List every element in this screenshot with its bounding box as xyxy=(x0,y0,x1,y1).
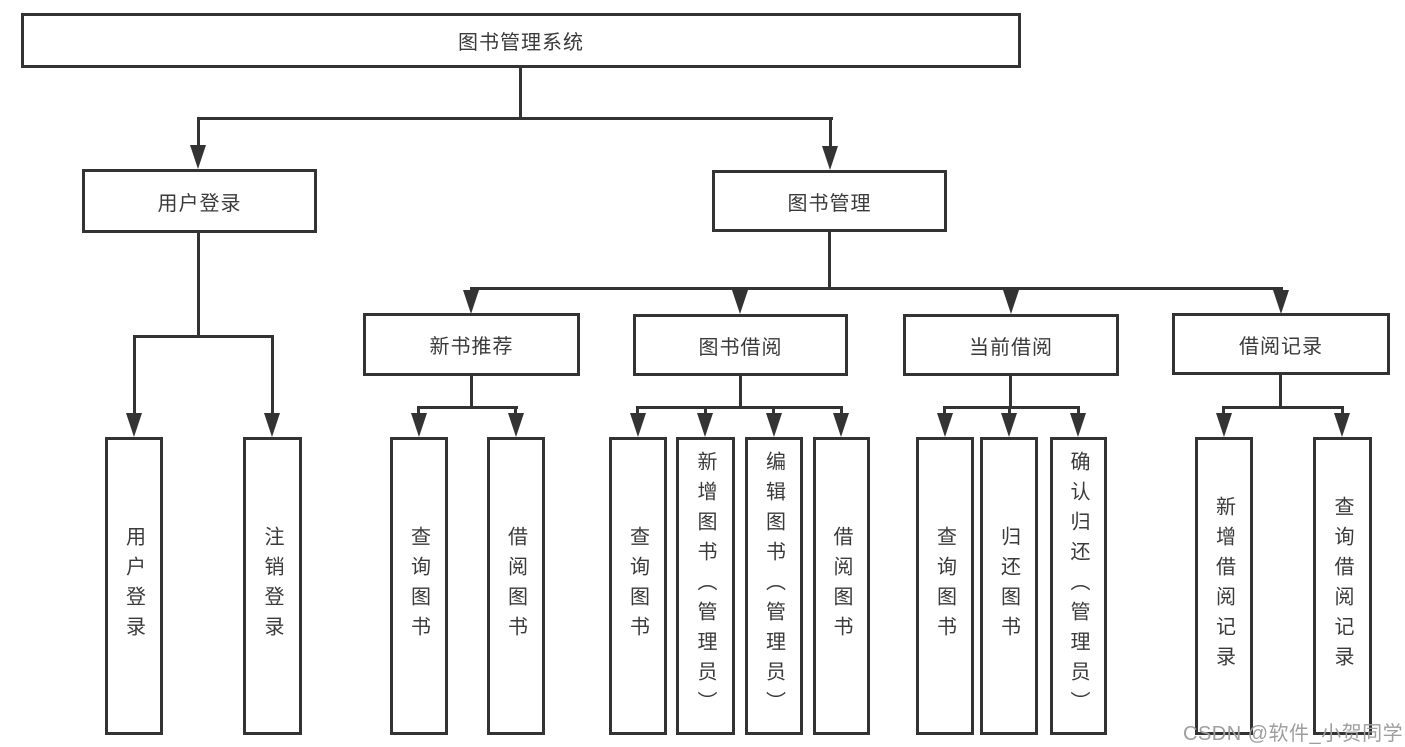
connector-line-v xyxy=(271,335,274,415)
arrowhead-down-icon xyxy=(1001,413,1017,437)
connector-line-v xyxy=(197,117,200,149)
arrowhead-down-icon xyxy=(1273,290,1289,314)
node-label: 用户登录 xyxy=(122,526,145,646)
node-label: 注销登录 xyxy=(261,526,283,646)
node-add-borrow-record: 新增借阅记录 xyxy=(1195,437,1253,735)
node-user-login: 用户登录 xyxy=(82,169,317,233)
node-new-book-recommend: 新书推荐 xyxy=(363,313,580,376)
node-label: 图书管理系统 xyxy=(458,32,584,54)
node-user-login-leaf: 用户登录 xyxy=(105,437,163,735)
node-label: 确认归还（管理员） xyxy=(1067,451,1089,721)
connector-line-v xyxy=(828,232,831,287)
connector-line-h xyxy=(470,287,1283,290)
node-edit-books-admin: 编辑图书（管理员） xyxy=(745,437,803,735)
arrowhead-down-icon xyxy=(126,413,142,437)
connector-line-v xyxy=(829,117,832,149)
connector-line-v xyxy=(1077,406,1080,417)
node-label: 图书借阅 xyxy=(698,336,783,359)
node-borrow-books-recommend: 借阅图书 xyxy=(487,437,545,735)
connector-line-h xyxy=(637,406,843,409)
connector-line-h xyxy=(1223,406,1344,409)
arrowhead-down-icon xyxy=(463,290,479,314)
node-label: 借阅图书 xyxy=(830,526,852,646)
arrowhead-down-icon xyxy=(508,413,524,437)
node-label: 查询图书 xyxy=(407,526,430,646)
connector-line-v xyxy=(197,233,200,335)
connector-line-v xyxy=(840,406,843,417)
connector-line-v xyxy=(1222,406,1225,417)
connector-line-h xyxy=(197,117,833,120)
node-label: 当前借阅 xyxy=(969,336,1053,359)
node-library-management-system: 图书管理系统 xyxy=(21,13,1021,68)
connector-line-v xyxy=(519,68,522,117)
arrowhead-down-icon xyxy=(1070,413,1086,437)
node-book-borrowing: 图书借阅 xyxy=(633,314,848,376)
connector-line-v xyxy=(1341,406,1344,417)
csdn-watermark: CSDN @软件_小贺同学 xyxy=(1183,723,1404,745)
arrowhead-down-icon xyxy=(630,413,646,437)
arrowhead-down-icon xyxy=(1216,413,1232,437)
node-label: 图书管理 xyxy=(787,192,872,215)
node-label: 查询图书 xyxy=(626,526,649,646)
arrowhead-down-icon xyxy=(766,413,782,437)
node-label: 新增借阅记录 xyxy=(1212,496,1235,676)
node-query-books-current: 查询图书 xyxy=(916,437,974,735)
node-label: 查询借阅记录 xyxy=(1331,496,1353,676)
node-book-management: 图书管理 xyxy=(712,170,947,232)
arrowhead-down-icon xyxy=(411,413,427,437)
node-label: 借阅记录 xyxy=(1239,335,1323,358)
node-query-books-borrowing: 查询图书 xyxy=(609,437,667,735)
arrowhead-down-icon xyxy=(822,146,838,170)
node-add-books-admin: 新增图书（管理员） xyxy=(676,437,735,735)
connector-line-v xyxy=(1279,375,1282,406)
arrowhead-down-icon xyxy=(190,145,206,169)
node-label: 归还图书 xyxy=(997,526,1020,646)
node-label: 借阅图书 xyxy=(504,526,527,646)
connector-line-v xyxy=(739,376,742,406)
arrowhead-down-icon xyxy=(732,290,748,314)
connector-line-v xyxy=(470,376,473,406)
node-return-books: 归还图书 xyxy=(980,437,1038,735)
connector-line-v xyxy=(1009,376,1012,406)
connector-line-v xyxy=(1008,406,1011,417)
node-label: 新增图书（管理员） xyxy=(694,451,716,721)
node-label: 查询图书 xyxy=(933,526,956,646)
connector-line-h xyxy=(418,406,518,409)
node-query-borrow-record: 查询借阅记录 xyxy=(1313,437,1372,735)
connector-line-v xyxy=(514,406,517,417)
arrowhead-down-icon xyxy=(697,413,713,437)
connector-line-v xyxy=(704,406,707,417)
connector-line-v xyxy=(636,406,639,417)
arrowhead-down-icon xyxy=(264,413,280,437)
connector-line-v xyxy=(772,406,775,417)
node-label: 新书推荐 xyxy=(429,336,514,358)
node-borrowing-records: 借阅记录 xyxy=(1172,313,1390,375)
node-label: 用户登录 xyxy=(157,192,242,215)
node-query-books-recommend: 查询图书 xyxy=(390,437,448,735)
node-label: 编辑图书（管理员） xyxy=(762,451,785,721)
connector-line-h xyxy=(944,406,1080,409)
connector-line-v xyxy=(417,406,420,417)
node-confirm-return-admin: 确认归还（管理员） xyxy=(1050,437,1107,735)
arrowhead-down-icon xyxy=(937,413,953,437)
arrowhead-down-icon xyxy=(1334,413,1350,437)
connector-line-v xyxy=(943,406,946,417)
arrowhead-down-icon xyxy=(833,413,849,437)
connector-line-h xyxy=(133,335,274,338)
node-current-borrowing: 当前借阅 xyxy=(903,314,1119,376)
node-borrow-books: 借阅图书 xyxy=(813,437,870,735)
node-logout: 注销登录 xyxy=(243,437,302,735)
arrowhead-down-icon xyxy=(1003,290,1019,314)
connector-line-v xyxy=(133,335,136,415)
